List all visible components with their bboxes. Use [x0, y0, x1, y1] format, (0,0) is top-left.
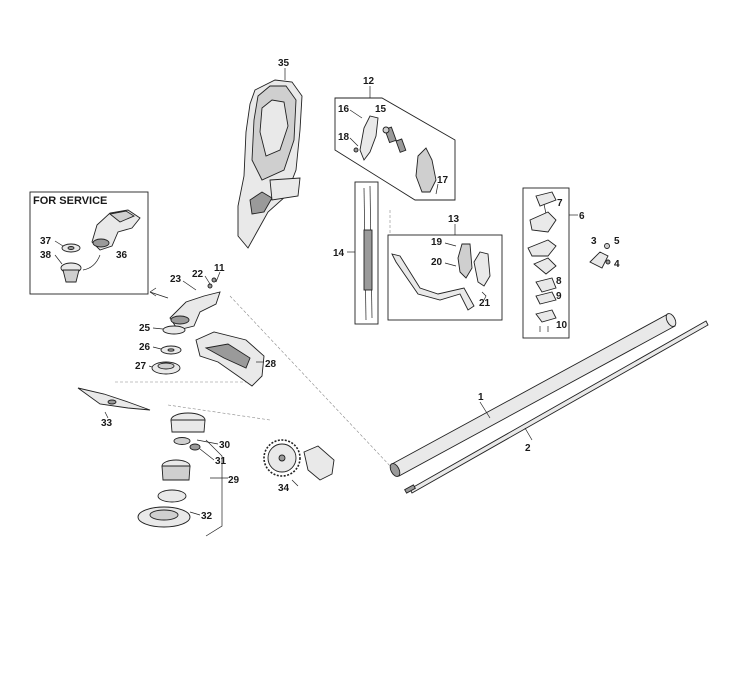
part-34-saw-blade	[263, 439, 335, 481]
part-22-screw	[207, 283, 213, 289]
callout-30: 30	[219, 440, 231, 451]
callout-26: 26	[139, 342, 151, 353]
callout-3: 3	[591, 236, 597, 247]
part-6-switch-assembly	[522, 187, 570, 339]
callout-14: 14	[333, 248, 345, 259]
part-housing-b	[527, 239, 557, 257]
callout-9: 9	[556, 291, 562, 302]
for-service-box: FOR SERVICE 37 38 36	[29, 191, 149, 295]
callout-20: 20	[431, 257, 443, 268]
part-36-gear-head	[91, 209, 141, 251]
callout-38: 38	[40, 250, 52, 261]
callout-13: 13	[448, 214, 460, 225]
callout-36: 36	[116, 250, 128, 261]
callout-18: 18	[338, 132, 350, 143]
part-34-guard	[303, 445, 335, 481]
callout-2: 2	[525, 443, 531, 454]
callout-33: 33	[101, 418, 113, 429]
callout-37: 37	[40, 236, 52, 247]
part-5-screw	[604, 243, 610, 249]
callout-11: 11	[214, 263, 225, 274]
callout-16: 16	[338, 104, 350, 115]
part-10-plate	[535, 309, 557, 323]
callout-34: 34	[278, 483, 290, 494]
part-1-tube	[389, 313, 677, 477]
part-11-screw	[211, 277, 217, 283]
callout-17: 17	[437, 175, 449, 186]
callout-10: 10	[556, 320, 568, 331]
part-15-screw	[382, 126, 390, 134]
part-9-switch	[535, 291, 557, 305]
callout-31: 31	[215, 456, 227, 467]
callout-29: 29	[228, 475, 240, 486]
callout-35: 35	[278, 58, 290, 69]
callout-32: 32	[201, 511, 213, 522]
part-16-handle-half	[359, 115, 379, 161]
part-3-knob	[589, 251, 609, 269]
callout-12: 12	[363, 76, 375, 87]
callout-4: 4	[614, 259, 620, 270]
part-32-knob	[157, 489, 187, 503]
part-28-guard	[195, 331, 265, 387]
part-33-blade	[77, 387, 151, 411]
callout-22: 22	[192, 269, 204, 280]
part-8-switch	[535, 277, 557, 293]
callout-19: 19	[431, 237, 443, 248]
callout-7: 7	[557, 198, 563, 209]
part-25-washer	[162, 325, 186, 335]
callout-6: 6	[579, 211, 585, 222]
part-18-pin	[353, 147, 359, 153]
callout-5: 5	[614, 236, 620, 247]
part-12-handle-assembly	[334, 97, 456, 201]
part-14-throttle-cable	[354, 181, 379, 325]
callout-23: 23	[170, 274, 182, 285]
part-29-trimmer-head	[137, 412, 206, 528]
part-gear-head	[169, 291, 221, 331]
callout-15: 15	[375, 104, 387, 115]
part-housing-a	[529, 211, 557, 233]
callout-1: 1	[478, 392, 484, 403]
callout-25: 25	[139, 323, 151, 334]
part-housing-c	[533, 257, 557, 275]
part-2-drive-shaft	[404, 320, 709, 494]
callout-28: 28	[265, 359, 277, 370]
part-30-bush	[173, 437, 191, 445]
part-38-nut	[60, 262, 82, 283]
part-7-cap	[535, 191, 557, 207]
part-17-handle-half	[415, 147, 437, 193]
callout-8: 8	[556, 276, 562, 287]
part-13-loop-handle	[387, 234, 503, 321]
for-service-title: FOR SERVICE	[33, 195, 107, 207]
part-31-spring	[189, 443, 201, 451]
callout-27: 27	[135, 361, 147, 372]
callout-21: 21	[479, 298, 491, 309]
part-35-harness	[237, 79, 303, 249]
part-4-nut	[605, 259, 611, 265]
part-lever	[395, 138, 407, 153]
